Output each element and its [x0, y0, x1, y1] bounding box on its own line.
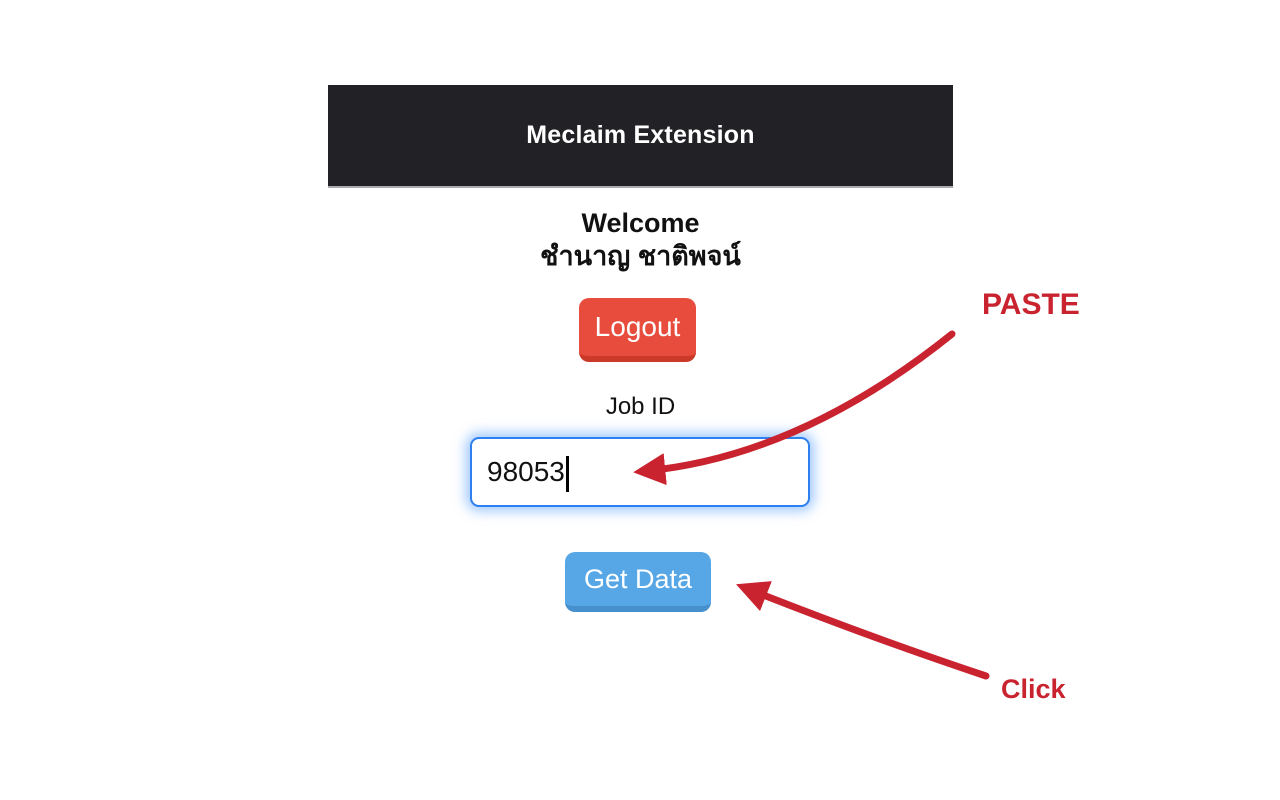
click-annotation-label: Click	[1001, 674, 1066, 704]
app-title: Meclaim Extension	[526, 121, 755, 149]
logout-button[interactable]: Logout	[579, 298, 696, 362]
job-id-input[interactable]	[470, 437, 810, 507]
get-data-button[interactable]: Get Data	[565, 552, 711, 612]
welcome-heading: Welcome	[581, 208, 700, 238]
header-bar: Meclaim Extension	[328, 85, 953, 188]
click-arrow	[736, 581, 990, 680]
job-id-label: Job ID	[605, 393, 676, 420]
text-cursor	[566, 456, 569, 492]
user-name: ชำนาญ ชาติพจน์	[540, 241, 741, 271]
paste-annotation-label: PASTE	[982, 288, 1080, 321]
